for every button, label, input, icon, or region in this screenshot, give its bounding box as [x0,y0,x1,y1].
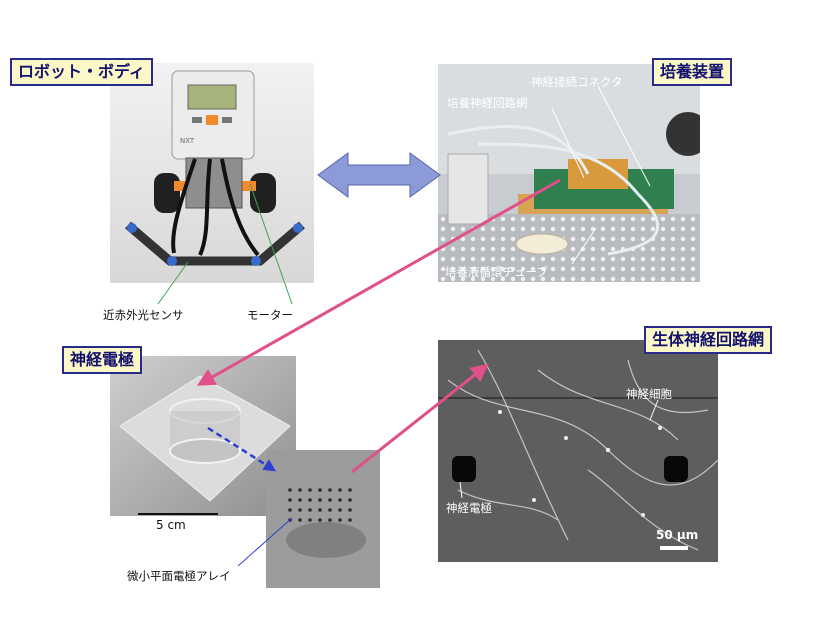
culture-device-tag: 培養装置 [652,58,733,86]
electrode-array-illustration [266,450,380,588]
neuron-cell-label: 神経細胞 [626,387,672,401]
cultured-network-label: 培養神経回路網 [447,96,528,110]
nir-sensor-label: 近赤外光センサ [103,308,184,322]
connector-label: 神経接続コネクタ [531,75,623,89]
micro-array-pointer [237,517,293,567]
motor-pointer [249,183,293,305]
motor-label: モーター [247,308,293,322]
living-network-tag: 生体神経回路網 [644,326,773,354]
medium-tube-pointer [571,227,597,265]
culture-device-photo [438,64,700,282]
cultured-network-pointer [551,107,585,179]
electrode-in-image-label: 神経電極 [446,501,492,515]
electrode-to-network-arrow [351,363,489,474]
neural-electrode-tag: 神経電極 [62,346,143,374]
svg-text:NXT: NXT [180,137,195,145]
micro-electrode-array-label: 微小平面電極アレイ [127,569,231,583]
scale-50um-label: 50 μm [656,528,699,542]
electrode-in-image-pointer [459,481,463,499]
medium-tube-label: 培養液循環チューブ [445,265,548,279]
electrode-array-photo [266,450,380,588]
robot-illustration: NXT [110,63,314,283]
connector-pointer [597,85,651,187]
robot-body-tag: ロボット・ボディ [10,58,153,86]
dish-zoom-dashed-arrow [207,426,277,472]
culture-device-illustration [438,64,700,282]
nir-sensor-pointer [157,261,189,305]
robot-photo: NXT [110,63,314,283]
robot-culture-double-arrow [317,152,441,198]
culture-to-electrode-arrow [196,178,561,386]
scale-5cm-label: 5 cm [156,518,186,532]
neuron-cell-pointer [649,399,659,421]
